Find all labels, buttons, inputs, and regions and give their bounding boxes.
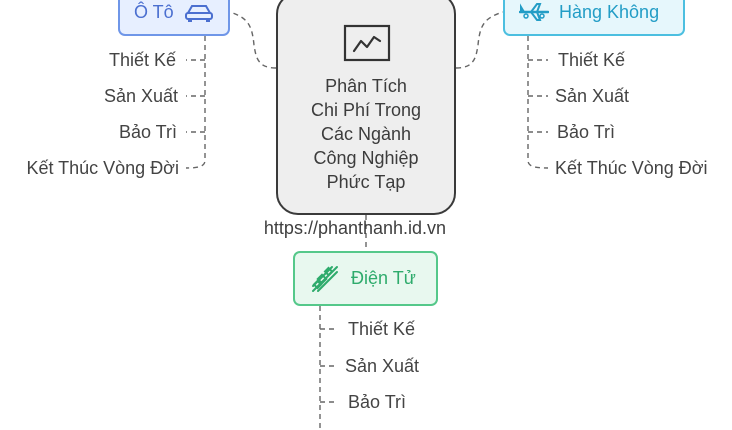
dt-leaf-thiet-ke: Thiết Kế [348,319,416,339]
oto-leaf-ket-thuc-vong-doi: Kết Thúc Vòng Đời [26,158,179,178]
dt-leaf-san-xuat: Sản Xuất [345,356,420,376]
hk-leaf-ket-thuc-vong-doi: Kết Thúc Vòng Đời [555,158,708,178]
line-chart-icon [343,24,391,62]
branch-label-dien-tu: Điện Tử [351,268,416,288]
branch-node-oto[interactable]: Ô Tô [118,0,230,36]
branch-label-hang-khong: Hàng Không [559,1,660,22]
oto-leaf-bao-tri: Bảo Trì [118,122,177,142]
source-url-text: https://phanthanh.id.vn [263,218,447,238]
hk-leaf-bao-tri: Bảo Trì [557,122,616,142]
hk-leaf-thiet-ke: Thiết Kế [558,50,626,70]
car-icon [184,5,213,22]
branch-node-hang-khong[interactable]: Hàng Không [503,0,685,36]
branch-label-oto: Ô Tô [134,1,174,22]
airplane-icon [519,3,549,21]
oto-leaf-thiet-ke: Thiết Kế [108,50,176,70]
center-topic-node[interactable]: Phân Tích Chi Phí Trong Các Ngành Công N… [276,0,456,215]
center-title: Phân Tích Chi Phí Trong Các Ngành Công N… [310,76,422,192]
branch-node-dien-tu[interactable]: Điện Tử [293,251,438,306]
oto-leaf-san-xuat: Sản Xuất [103,86,178,106]
dt-leaf-bao-tri: Bảo Trì [348,392,407,412]
hk-leaf-san-xuat: Sản Xuất [555,86,630,106]
circuit-icon [312,265,338,292]
